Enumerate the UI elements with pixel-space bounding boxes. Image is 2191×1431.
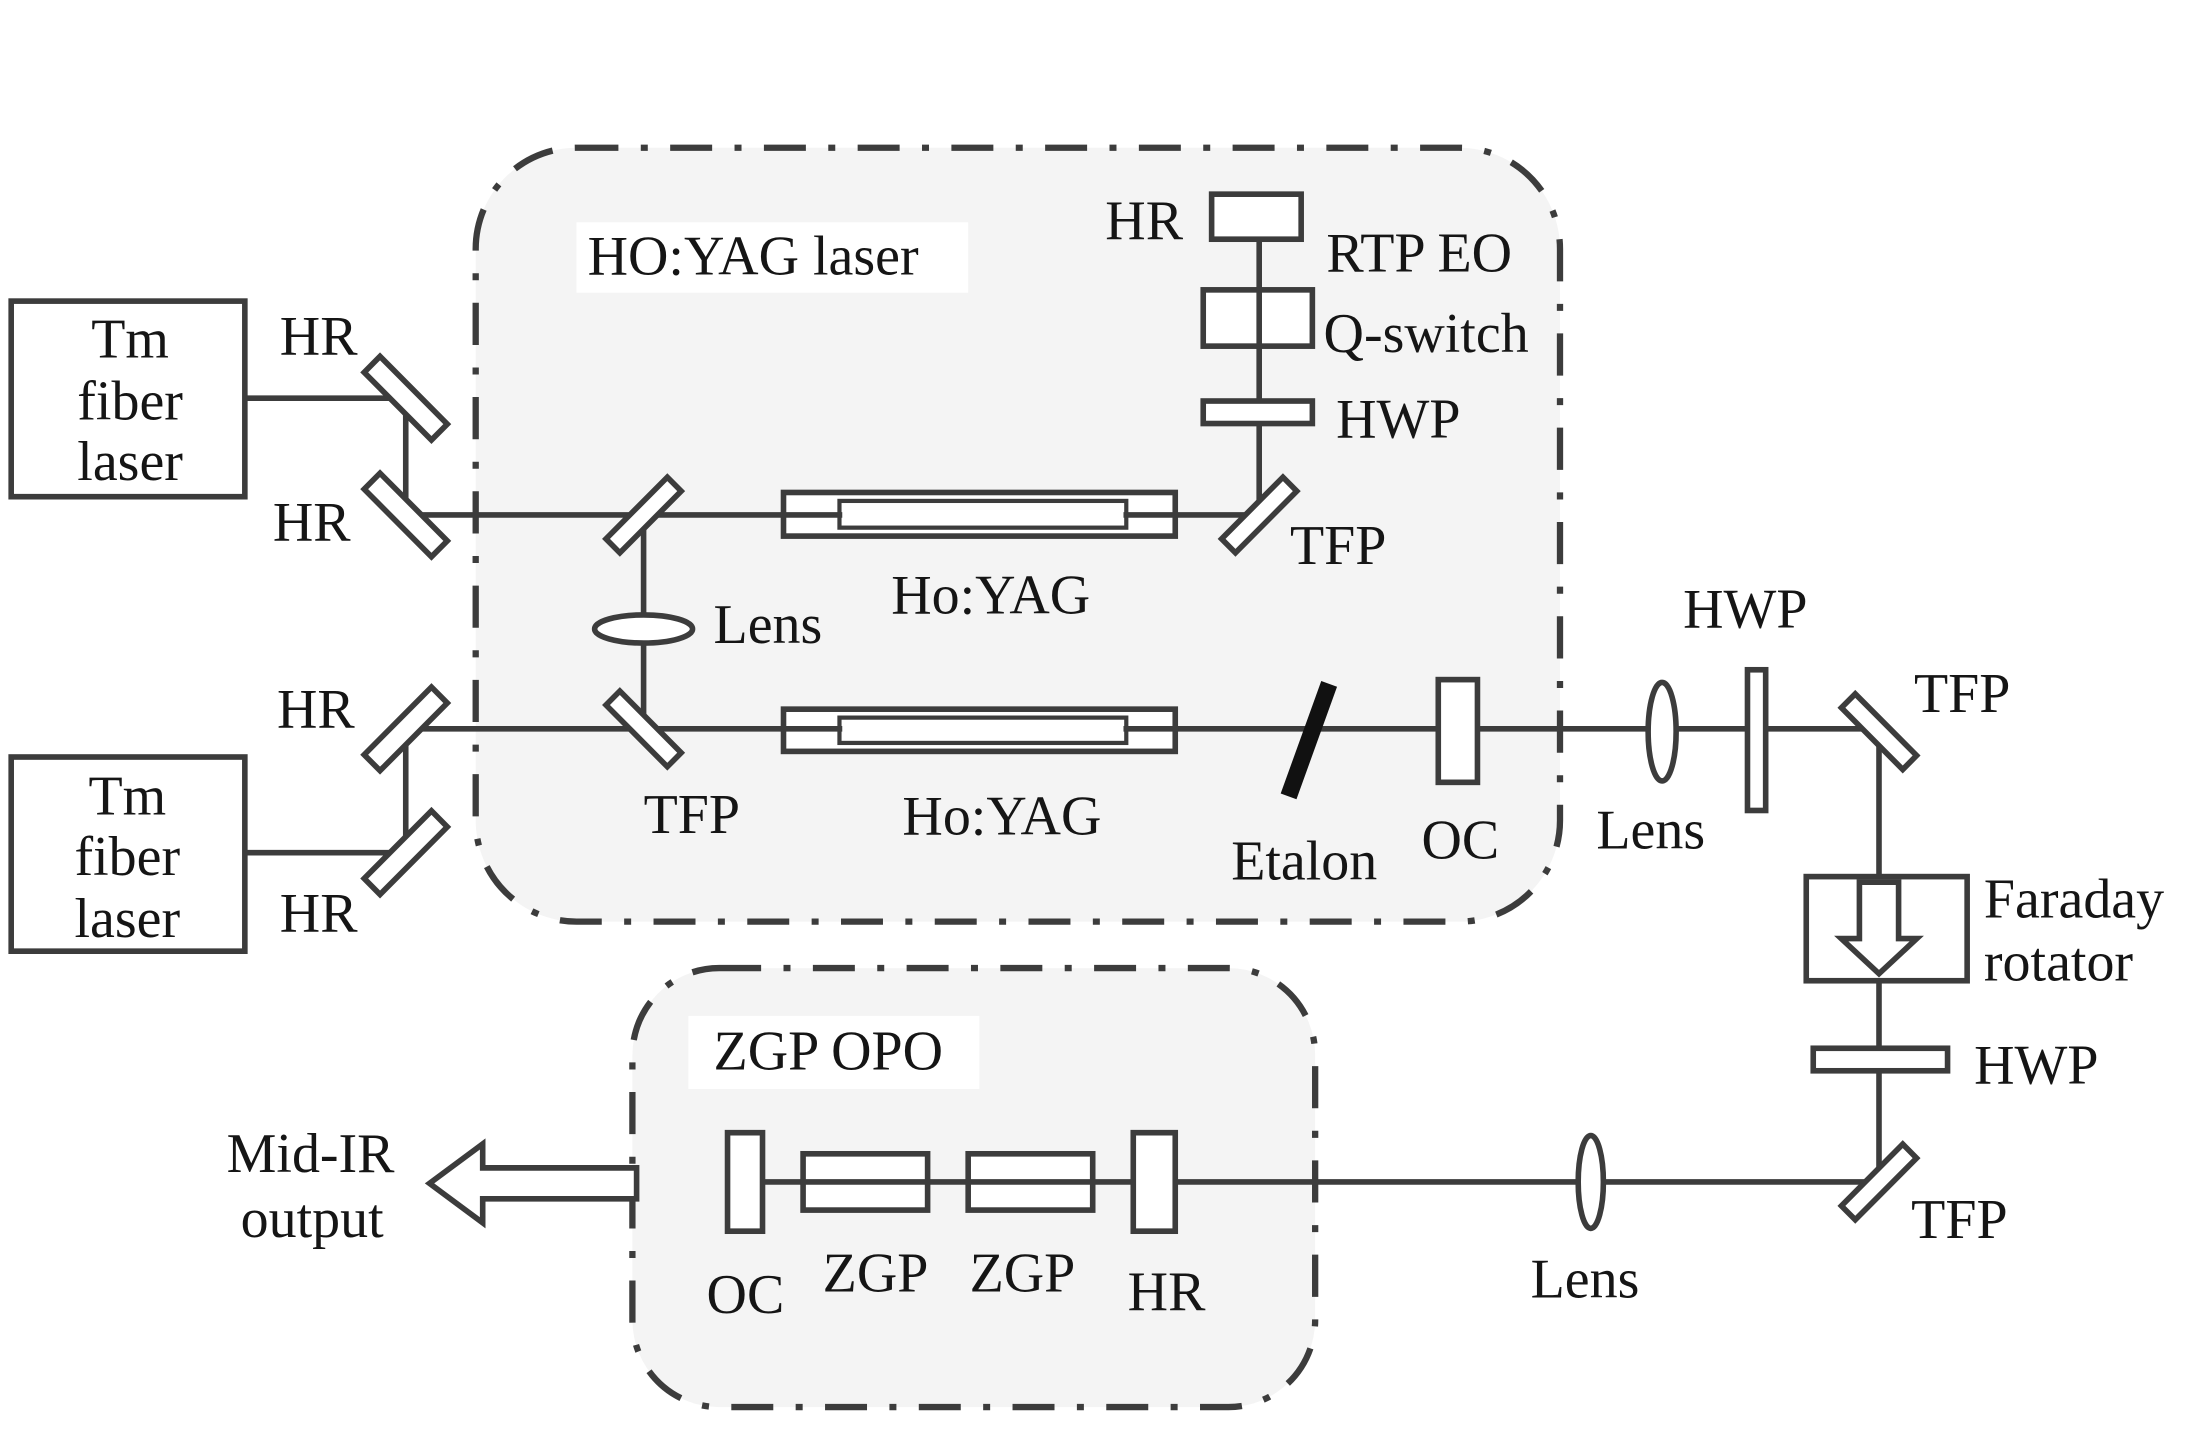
cavity-hwp-label: HWP <box>1336 388 1460 450</box>
etalon-label: Etalon <box>1231 830 1377 892</box>
cavity-half-wave-plate <box>1200 398 1316 427</box>
hr-mirror-2-label: HR <box>273 491 351 553</box>
tfp-1 <box>1837 689 1921 774</box>
hr-mirror-3-label: HR <box>277 678 355 740</box>
hr-mirror-3 <box>360 683 452 775</box>
ho-yag-laser-label: HO:YAG laser <box>588 225 919 287</box>
tfp-upper-left <box>602 473 686 557</box>
cavity-output-coupler-label: OC <box>1421 809 1499 871</box>
tfp-upper-right <box>1217 473 1301 557</box>
cavity-hr-mirror <box>1208 191 1304 243</box>
half-wave-plate-1-label: HWP <box>1683 578 1807 640</box>
zgp-crystal-2-label: ZGP <box>970 1243 1076 1305</box>
relay-lens-label: Lens <box>714 594 823 656</box>
crystal-lower-label: Ho:YAG <box>902 785 1101 847</box>
tm-laser-bottom-line-2: fiber <box>75 826 181 888</box>
focusing-lens-2-label: Lens <box>1531 1248 1640 1310</box>
output-label-2: output <box>241 1188 384 1250</box>
half-wave-plate-2-label: HWP <box>1974 1034 2098 1096</box>
faraday-rotator-label-1: Faraday <box>1984 868 2164 930</box>
faraday-rotator-arrow-icon <box>1834 879 1924 978</box>
ho-yag-crystal-upper <box>780 489 1179 539</box>
tm-laser-top-line-3: laser <box>77 431 183 493</box>
half-wave-plate-1 <box>1744 666 1769 814</box>
tfp-upper-right-label: TFP <box>1290 515 1386 577</box>
mid-ir-output-arrow-icon <box>424 1138 640 1229</box>
cavity-output-coupler <box>1435 676 1481 786</box>
etalon <box>1280 680 1338 800</box>
tm-laser-bottom-line-3: laser <box>75 888 181 950</box>
q-switch-label-1: RTP EO <box>1326 222 1512 284</box>
tfp-2-label: TFP <box>1911 1189 2007 1251</box>
ho-yag-label-background <box>576 222 969 293</box>
hr-mirror-4-label: HR <box>280 882 358 944</box>
ho-yag-crystal-lower <box>780 706 1179 755</box>
hr-mirror-2 <box>360 469 452 561</box>
opo-hr-mirror <box>1130 1129 1179 1235</box>
tm-laser-top-line-1: Tm <box>91 308 169 370</box>
half-wave-plate-2 <box>1810 1045 1951 1074</box>
hr-mirror-4 <box>360 806 452 899</box>
opo-output-coupler-label: OC <box>707 1264 785 1326</box>
faraday-rotator <box>1803 873 1970 984</box>
q-switch-label-2: Q-switch <box>1324 303 1529 365</box>
focusing-lens-1-label: Lens <box>1596 799 1705 861</box>
opo-hr-label: HR <box>1128 1261 1206 1323</box>
cavity-hr-label: HR <box>1105 190 1183 252</box>
focusing-lens-1 <box>1645 679 1679 784</box>
opo-output-coupler <box>724 1129 766 1235</box>
tm-fiber-laser-bottom <box>8 754 248 954</box>
tfp-lower-left <box>602 687 686 771</box>
tfp-2 <box>1837 1140 1921 1224</box>
hr-mirror-1-label: HR <box>280 305 358 367</box>
zgp-opo-label-background <box>688 1015 980 1090</box>
tm-fiber-laser-top <box>8 298 248 500</box>
tm-laser-top-line-2: fiber <box>77 370 183 432</box>
hr-mirror-1 <box>360 352 452 444</box>
tfp-1-label: TFP <box>1914 663 2010 725</box>
faraday-rotator-label-2: rotator <box>1984 932 2133 994</box>
zgp-opo-label: ZGP OPO <box>714 1020 944 1082</box>
relay-lens <box>591 612 696 646</box>
focusing-lens-2 <box>1575 1132 1607 1232</box>
zgp-crystal-1-label: ZGP <box>823 1243 929 1305</box>
tfp-lower-left-label: TFP <box>644 784 740 846</box>
tm-laser-bottom-line-1: Tm <box>88 766 166 828</box>
output-label-1: Mid-IR <box>227 1123 395 1185</box>
crystal-upper-label: Ho:YAG <box>891 564 1090 626</box>
